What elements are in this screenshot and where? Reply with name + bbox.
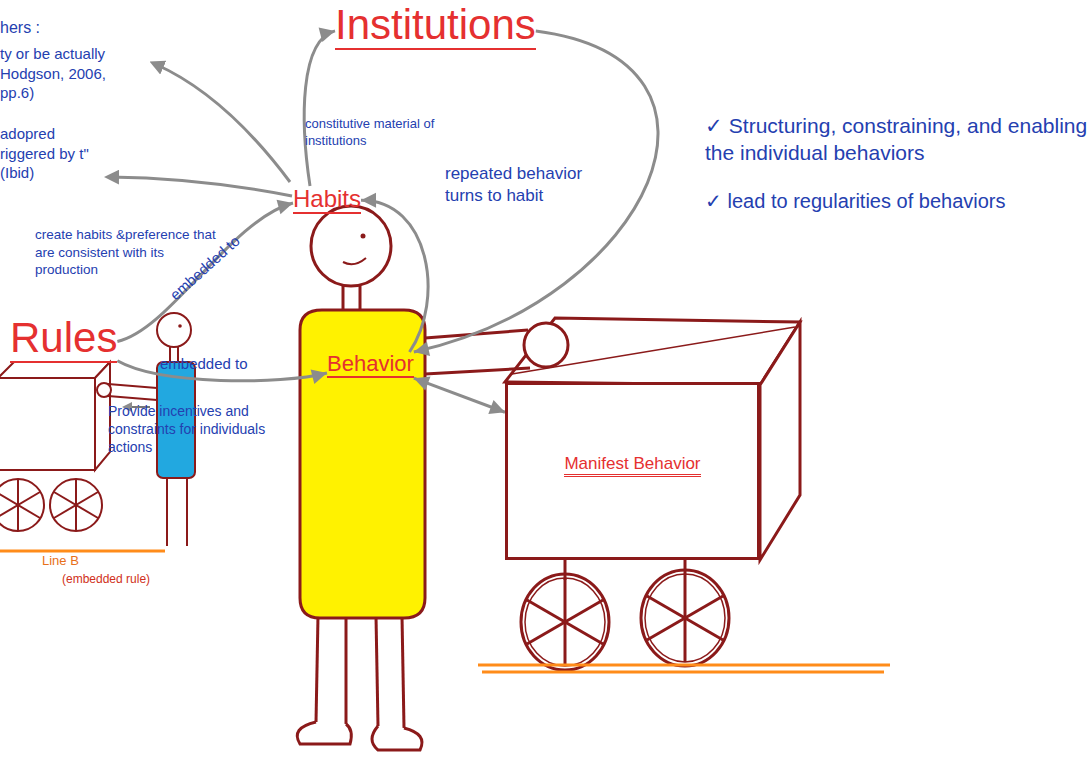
ground-line: [482, 671, 884, 674]
node-label: Behavior: [327, 352, 414, 378]
node-label: Manifest Behavior: [564, 455, 700, 477]
connector-line: [414, 31, 658, 352]
connector-arrow: [414, 31, 658, 356]
connector-line: [117, 203, 293, 341]
concept-heading: Rules: [10, 315, 117, 363]
connector-arrow: [361, 193, 428, 352]
connector-line: [304, 31, 335, 186]
annotation-text: Provide incentives and constraints for i…: [108, 402, 293, 457]
node-label: Rules: [10, 315, 117, 363]
connector-line: [414, 378, 505, 412]
arrow-head: [311, 369, 327, 384]
annotation-text: ty or be actually Hodgson, 2006, pp.6): [0, 44, 128, 103]
annotation-text: Line B: [42, 553, 79, 570]
annotation-text: ✓ Structuring, constraining, and enablin…: [705, 112, 1090, 167]
edge-label: repeated behavior turns to habit: [445, 163, 595, 207]
edge-label: constitutive material of institutions: [305, 116, 455, 150]
cart-wheels: [521, 570, 729, 670]
connector-arrow: [117, 200, 293, 342]
connector-line: [361, 200, 428, 352]
concept-heading: Behavior: [327, 352, 414, 378]
concept-heading: Habits: [293, 186, 361, 214]
arrow-head: [277, 200, 293, 214]
cart-axle: [684, 560, 687, 575]
leader-arrow: [110, 177, 292, 196]
arrow-head: [361, 193, 376, 208]
concept-heading: Institutions: [335, 2, 536, 50]
arrow-head: [319, 27, 335, 42]
annotation-text: adopred riggered by t" (Ibid): [0, 124, 100, 183]
cart-axle: [564, 560, 567, 580]
cart-box: Manifest Behavior: [505, 382, 760, 560]
annotation-text: (embedded rule): [62, 572, 150, 588]
edge-label: embedded to: [166, 231, 244, 304]
ground-line: [478, 664, 890, 667]
annotation-text: ✓ lead to regularities of behaviors: [705, 188, 1006, 214]
annotation-text: hers :: [0, 18, 40, 39]
connector-arrow: [414, 376, 505, 414]
leader-arrow: [155, 64, 290, 182]
ground-line: [0, 550, 165, 553]
connector-arrow: [304, 27, 335, 186]
arrow-head: [414, 341, 430, 356]
node-label: Institutions: [335, 2, 536, 50]
arrow-head: [488, 400, 505, 414]
cart-top: [505, 318, 800, 385]
edge-label: embedded to: [160, 354, 248, 374]
node-label: Habits: [293, 186, 361, 214]
arrow-head: [414, 376, 431, 390]
cart-side: [760, 322, 800, 560]
